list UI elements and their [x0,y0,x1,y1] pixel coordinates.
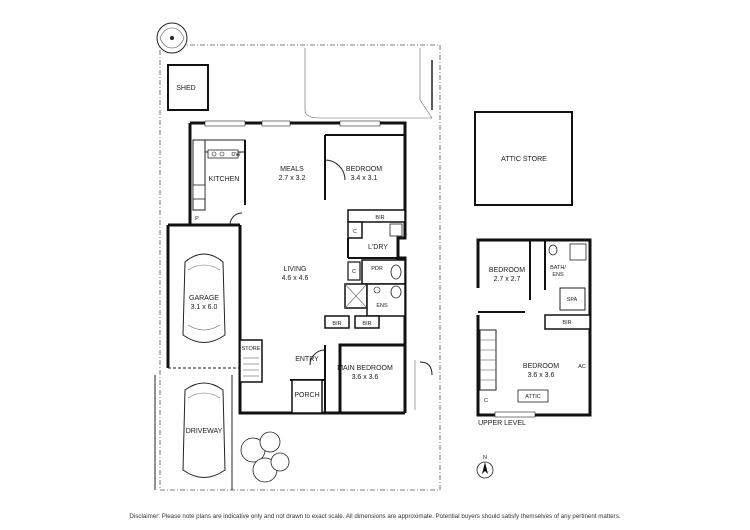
car-icon [182,253,226,343]
upper-cupboard-label: C [484,398,488,404]
garage-label: GARAGE [189,295,219,302]
bir2-label: BIR [332,321,341,327]
dishwasher-label: DW [231,152,241,158]
compass-icon: N [476,455,494,479]
cupboard-label: C [353,229,357,235]
ground-floor: DW P KITCHEN MEALS 2.7 x 3.2 BEDROOM 3.4… [166,120,433,415]
bath-ens-label: ENS [552,272,564,278]
shed-label: SHED [176,85,195,92]
spa-label: SPA [567,297,578,303]
attic-store: ATTIC STORE [474,111,573,206]
porch-label: PORCH [294,392,319,399]
attic-store-label: ATTIC STORE [501,156,547,163]
living-dim: 4.6 x 4.6 [282,275,309,282]
pdr-label: PDR [371,266,383,272]
upper-bir-label: BIR [562,320,571,326]
main-bedroom-label: MAIN BEDROOM [337,365,393,372]
bir-label: BIR [375,215,384,221]
garden-path [304,48,433,119]
bedroom-label: BEDROOM [346,166,382,173]
main-bedroom-dim: 3.6 x 3.6 [352,374,379,381]
disclaimer: Disclaimer: Please note plans are indica… [129,513,621,520]
laundry-label: L'DRY [368,244,388,251]
compass-label: N [483,455,487,461]
pantry-label: P [195,216,199,222]
site-boundary [159,44,441,491]
shrubs-icon [240,431,290,483]
driveway: DRIVEWAY [154,375,233,490]
ac-label: AC [578,364,586,370]
car-icon-2 [182,382,226,478]
kitchen-label: KITCHEN [209,176,240,183]
tree-icon [156,22,188,54]
bir3-label: BIR [362,321,371,327]
meals-dim: 2.7 x 3.2 [279,175,306,182]
upper-bedroom2-label: BEDROOM [523,363,559,370]
upper-bedroom1-dim: 2.7 x 2.7 [494,276,521,283]
upper-bedroom1-label: BEDROOM [489,267,525,274]
living-label: LIVING [284,266,307,273]
cupboard2-label: C [352,269,356,275]
garage-dim: 3.1 x 6.0 [191,304,218,311]
store-label: STORE [242,346,261,352]
bedroom-dim: 3.4 x 3.1 [351,175,378,182]
bath-label: BATH/ [550,265,566,271]
meals-label: MEALS [280,166,304,173]
shed: SHED [167,64,209,111]
entry-label: ENTRY [295,356,319,363]
upper-level: BEDROOM 2.7 x 2.7 BATH/ ENS SPA BIR BEDR… [476,238,592,427]
upper-bedroom2-dim: 3.6 x 3.6 [528,372,555,379]
ens-label: ENS [376,303,388,309]
attic-label: ATTIC [525,394,541,400]
upper-level-label: UPPER LEVEL [478,420,526,427]
driveway-label: DRIVEWAY [186,428,223,435]
